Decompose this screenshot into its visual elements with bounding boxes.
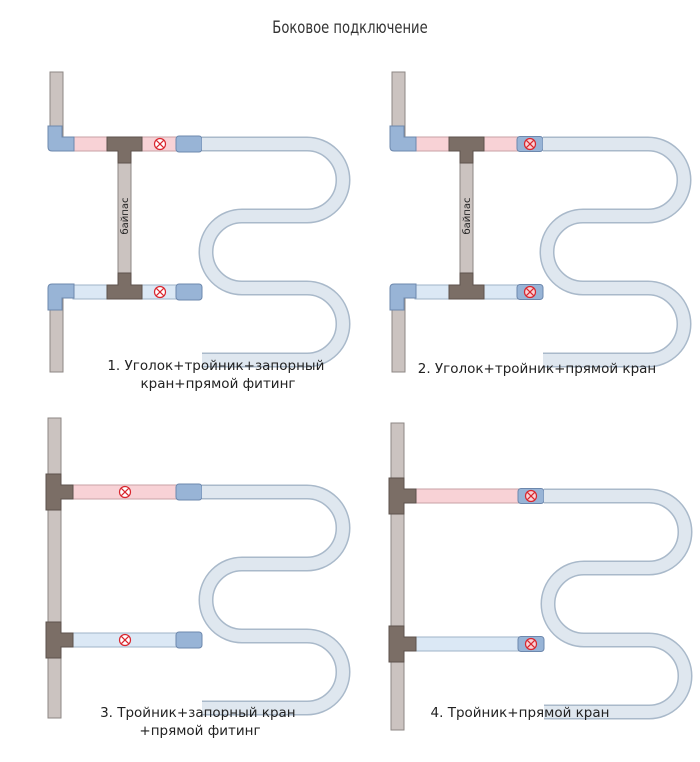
diagram-title: Боковое подключение bbox=[272, 18, 428, 38]
caption-4: 4. Тройник+прямой кран bbox=[431, 705, 610, 721]
elbow-top-2 bbox=[389, 125, 417, 152]
fitting-top-3 bbox=[175, 483, 203, 501]
straight-valve-bottom-4 bbox=[517, 635, 545, 653]
diagram-1: байпас 1. Уголок+тройник+запорный кран+п… bbox=[47, 71, 343, 392]
riser-3 bbox=[47, 417, 62, 719]
caption-2: 2. Уголок+тройник+прямой кран bbox=[418, 361, 657, 377]
straight-valve-top-4 bbox=[517, 487, 545, 505]
elbow-bottom-2 bbox=[389, 283, 417, 311]
fitting-bottom-3 bbox=[175, 631, 203, 649]
elbow-top-1 bbox=[47, 125, 75, 152]
diagram-4: 4. Тройник+прямой кран bbox=[388, 422, 685, 731]
straight-valve-top-2 bbox=[516, 135, 544, 153]
hot-pipe-4 bbox=[413, 488, 527, 504]
tee-bottom-2 bbox=[448, 272, 485, 300]
tee-top-4 bbox=[388, 477, 417, 515]
shutoff-valve-top-3 bbox=[118, 485, 132, 499]
tee-top-3 bbox=[45, 473, 74, 511]
tee-top-1 bbox=[106, 136, 143, 164]
elbow-bottom-1 bbox=[47, 283, 75, 311]
shutoff-valve-top-1 bbox=[153, 137, 167, 151]
towel-rail-coil-4 bbox=[544, 496, 685, 712]
diagram-2: байпас 2. Уголок+тройник+прямой кран bbox=[389, 71, 684, 377]
towel-rail-coil-2 bbox=[543, 144, 684, 360]
riser-4 bbox=[390, 422, 405, 731]
shutoff-valve-bottom-1 bbox=[153, 285, 167, 299]
towel-rail-coil-1 bbox=[202, 144, 343, 360]
bypass-label-2: байпас bbox=[462, 198, 473, 235]
straight-valve-bottom-2 bbox=[516, 283, 544, 301]
caption-3: 3. Тройник+запорный кран +прямой фитинг bbox=[100, 705, 300, 739]
tee-bottom-4 bbox=[388, 625, 417, 663]
shutoff-valve-bottom-3 bbox=[118, 633, 132, 647]
caption-1: 1. Уголок+тройник+запорный кран+прямой ф… bbox=[107, 358, 328, 392]
cold-pipe-4 bbox=[413, 636, 527, 652]
tee-bottom-1 bbox=[106, 272, 143, 300]
tee-top-2 bbox=[448, 136, 485, 164]
fitting-top-1 bbox=[175, 135, 203, 153]
bypass-label-1: байпас bbox=[120, 198, 131, 235]
diagram-3: 3. Тройник+запорный кран +прямой фитинг bbox=[45, 417, 343, 739]
tee-bottom-3 bbox=[45, 621, 74, 659]
towel-rail-coil-3 bbox=[202, 492, 343, 708]
fitting-bottom-1 bbox=[175, 283, 203, 301]
